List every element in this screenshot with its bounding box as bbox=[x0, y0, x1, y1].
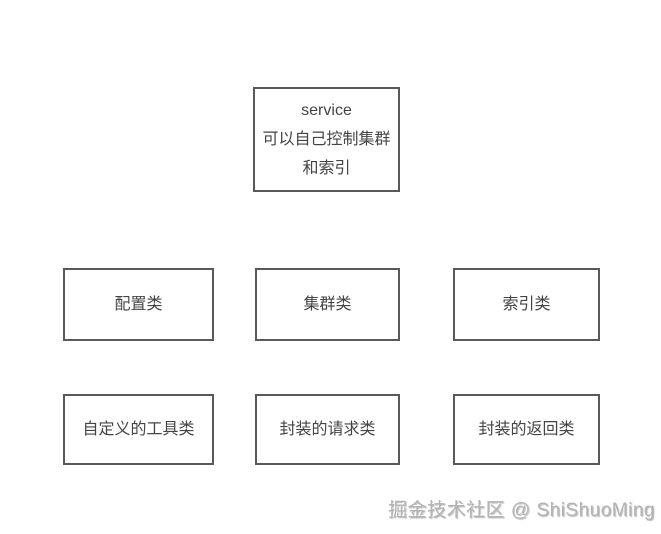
service-box-line-1: service bbox=[301, 102, 352, 119]
service-box: service 可以自己控制集群 和索引 bbox=[253, 87, 400, 192]
custom-utility-class-label: 自定义的工具类 bbox=[82, 421, 195, 438]
watermark-text: 掘金技术社区 @ ShiShuoMing bbox=[388, 500, 655, 521]
index-class-box: 索引类 bbox=[453, 268, 600, 341]
config-class-box: 配置类 bbox=[63, 268, 214, 341]
service-box-line-3: 和索引 bbox=[302, 160, 351, 177]
cluster-class-box: 集群类 bbox=[255, 268, 400, 341]
config-class-label: 配置类 bbox=[114, 296, 163, 313]
response-wrapper-class-box: 封装的返回类 bbox=[453, 394, 600, 465]
response-wrapper-class-label: 封装的返回类 bbox=[478, 421, 575, 438]
service-box-line-2: 可以自己控制集群 bbox=[262, 131, 391, 148]
custom-utility-class-box: 自定义的工具类 bbox=[63, 394, 214, 465]
request-wrapper-class-label: 封装的请求类 bbox=[279, 421, 376, 438]
request-wrapper-class-box: 封装的请求类 bbox=[255, 394, 400, 465]
index-class-label: 索引类 bbox=[502, 296, 551, 313]
cluster-class-label: 集群类 bbox=[303, 296, 352, 313]
